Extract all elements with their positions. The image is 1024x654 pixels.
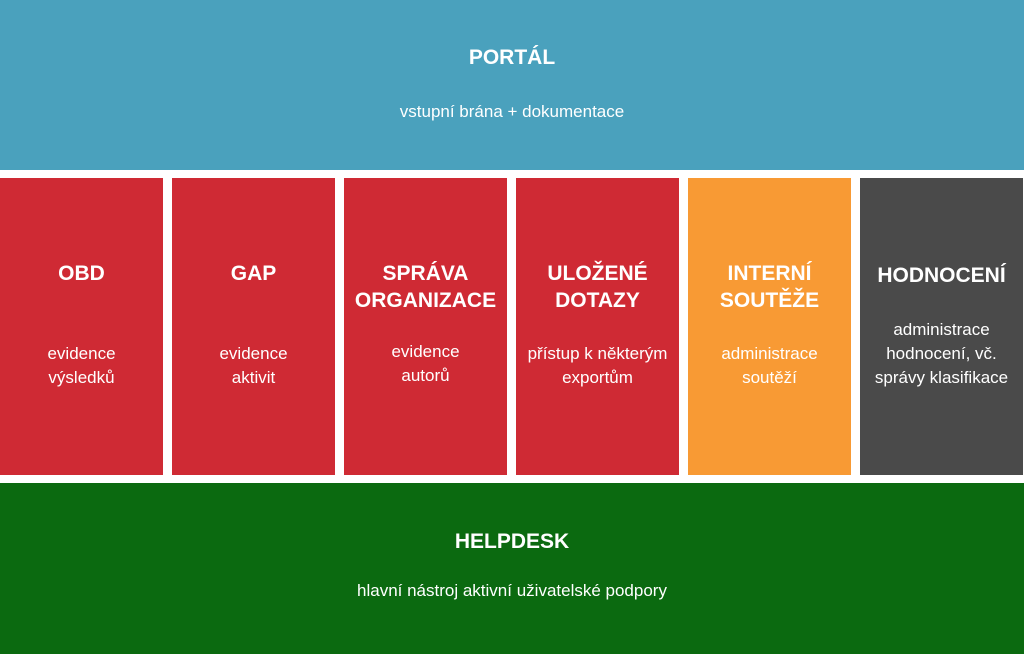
module-hodnoceni: HODNOCENÍ administrace hodnocení, vč. sp…: [860, 178, 1023, 475]
portal-block: PORTÁL vstupní brána + dokumentace: [0, 0, 1024, 170]
module-obd-description: evidence výsledků: [47, 344, 116, 387]
module-interni-souteze-description: administrace soutěží: [721, 344, 818, 387]
module-hodnoceni-title: HODNOCENÍ: [877, 264, 1006, 287]
module-ulozene-dotazy-title: ULOŽENÉ DOTAZY: [547, 262, 648, 312]
module-obd-title: OBD: [58, 262, 105, 285]
module-sprava-organizace-description: evidence autorů: [391, 342, 460, 385]
module-sprava-organizace-title: SPRÁVA ORGANIZACE: [354, 262, 497, 312]
module-hodnoceni-description: administrace hodnocení, vč. správy klasi…: [874, 320, 1009, 387]
portal-description: vstupní brána + dokumentace: [399, 102, 625, 121]
module-gap: GAP evidence aktivit: [172, 178, 335, 475]
module-obd: OBD evidence výsledků: [0, 178, 163, 475]
module-gap-title: GAP: [230, 262, 277, 285]
helpdesk-description: hlavní nástroj aktivní uživatelské podpo…: [357, 581, 667, 600]
module-interni-souteze-title: INTERNÍ SOUTĚŽE: [719, 262, 820, 312]
module-interni-souteze: INTERNÍ SOUTĚŽE administrace soutěží: [688, 178, 851, 475]
module-gap-description: evidence aktivit: [219, 344, 288, 387]
module-sprava-organizace: SPRÁVA ORGANIZACE evidence autorů: [344, 178, 507, 475]
module-ulozene-dotazy: ULOŽENÉ DOTAZY přístup k některým export…: [516, 178, 679, 475]
helpdesk-block: HELPDESK hlavní nástroj aktivní uživatel…: [0, 483, 1024, 654]
portal-title: PORTÁL: [468, 46, 556, 69]
helpdesk-title: HELPDESK: [454, 530, 570, 553]
module-ulozene-dotazy-description: přístup k některým exportům: [527, 344, 668, 387]
